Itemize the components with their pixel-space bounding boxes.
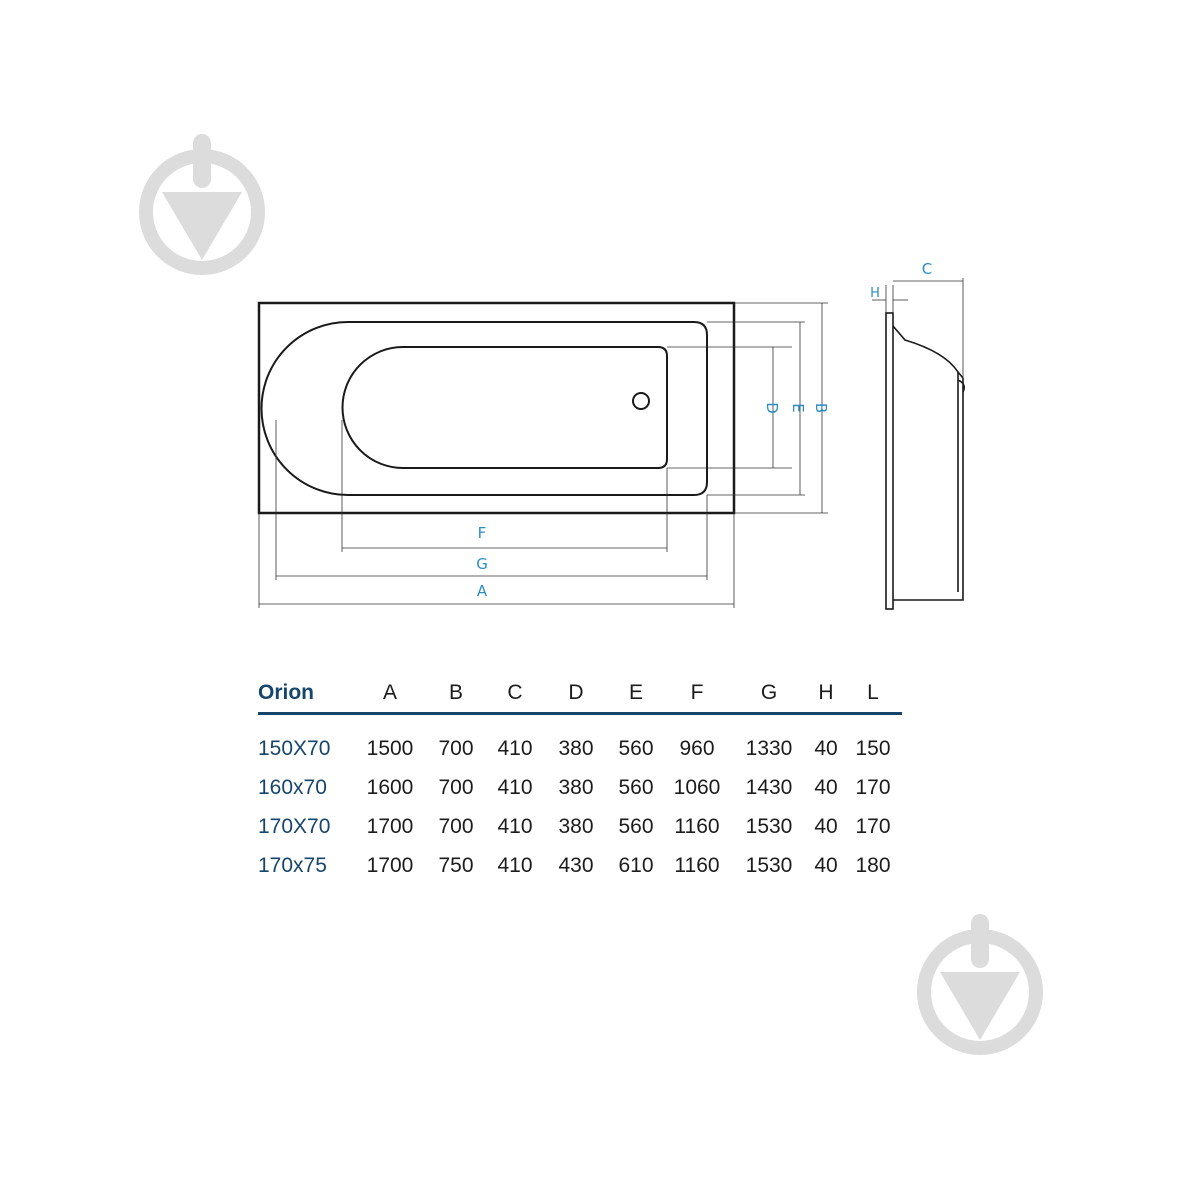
watermark-top-left-icon [139, 134, 265, 275]
value-cell: 560 [618, 775, 654, 799]
dimension-labels: F G A D E B C H [476, 260, 932, 600]
side-profile [892, 325, 964, 601]
table-row: 170x75 1700 750 410 430 610 1160 1530 40… [258, 846, 902, 885]
value-cell: 180 [855, 853, 891, 877]
dimensions-table: Orion A B C D E F G H L 150X70 1500 700 … [258, 674, 902, 885]
side-dimension-lines [872, 278, 964, 378]
dim-label-c: C [922, 260, 932, 278]
value-cell: 1330 [745, 736, 793, 760]
value-cell: 150 [855, 736, 891, 760]
value-cell: 40 [814, 814, 838, 838]
column-header: L [844, 674, 902, 715]
column-header: H [808, 674, 844, 715]
column-header: F [664, 674, 730, 715]
column-header: D [544, 674, 608, 715]
basin-bottom [341, 346, 668, 469]
value-cell: 700 [438, 814, 474, 838]
drain-hole [632, 392, 650, 410]
value-cell: 170 [855, 814, 891, 838]
column-header: B [426, 674, 486, 715]
value-cell: 700 [438, 775, 474, 799]
dimension-lines [258, 302, 828, 608]
column-header: E [608, 674, 664, 715]
value-cell: 1500 [366, 736, 414, 760]
value-cell: 1430 [745, 775, 793, 799]
value-cell: 380 [558, 775, 594, 799]
dim-label-e: E [789, 403, 807, 412]
dim-label-d: D [763, 402, 781, 414]
inner-rim [260, 321, 708, 496]
value-cell: 560 [618, 736, 654, 760]
watermark-bottom-right-icon [917, 914, 1043, 1055]
value-cell: 40 [814, 736, 838, 760]
table-row: 150X70 1500 700 410 380 560 960 1330 40 … [258, 714, 902, 769]
outer-rim [257, 301, 736, 515]
side-view [885, 312, 965, 610]
dim-label-b: B [812, 403, 830, 413]
top-view [257, 301, 736, 515]
value-cell: 170 [855, 775, 891, 799]
value-cell: 700 [438, 736, 474, 760]
value-cell: 560 [618, 814, 654, 838]
value-cell: 40 [814, 775, 838, 799]
value-cell: 1530 [745, 853, 793, 877]
dim-label-a: A [477, 582, 488, 600]
value-cell: 1700 [366, 853, 414, 877]
size-cell: 150X70 [258, 736, 331, 760]
column-header: A [354, 674, 426, 715]
table-row: 160x70 1600 700 410 380 560 1060 1430 40… [258, 768, 902, 807]
value-cell: 1160 [674, 814, 720, 838]
value-cell: 410 [497, 853, 533, 877]
column-header: C [486, 674, 544, 715]
dim-label-f: F [478, 524, 487, 542]
value-cell: 960 [679, 736, 715, 760]
size-cell: 170x75 [258, 853, 327, 877]
size-cell: 160x70 [258, 775, 327, 799]
value-cell: 410 [497, 775, 533, 799]
value-cell: 380 [558, 736, 594, 760]
dim-label-g: G [476, 555, 488, 573]
value-cell: 1700 [366, 814, 414, 838]
table-row: 170X70 1700 700 410 380 560 1160 1530 40… [258, 807, 902, 846]
size-cell: 170X70 [258, 814, 331, 838]
model-name: Orion [258, 674, 354, 715]
value-cell: 40 [814, 853, 838, 877]
value-cell: 410 [497, 814, 533, 838]
value-cell: 1600 [366, 775, 414, 799]
dim-label-h: H [870, 286, 880, 301]
value-cell: 610 [618, 853, 654, 877]
table-header-row: Orion A B C D E F G H L [258, 674, 902, 715]
side-rim [885, 312, 894, 610]
value-cell: 1530 [745, 814, 793, 838]
value-cell: 1060 [673, 775, 721, 799]
column-header: G [730, 674, 808, 715]
value-cell: 430 [558, 853, 594, 877]
value-cell: 1160 [674, 853, 720, 877]
value-cell: 750 [438, 853, 474, 877]
value-cell: 410 [497, 736, 533, 760]
value-cell: 380 [558, 814, 594, 838]
